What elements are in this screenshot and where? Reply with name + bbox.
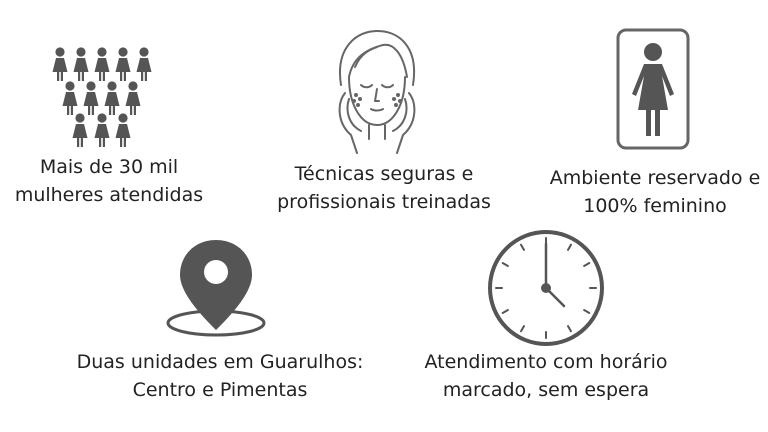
women-group-icon <box>52 47 152 147</box>
female-sign-icon <box>616 28 690 150</box>
feature-caption-line: Atendimento com horário <box>424 351 668 373</box>
feature-caption-women: Mais de 30 mil mulheres atendidas <box>4 153 214 209</box>
feature-caption-line: Duas unidades em Guarulhos: <box>76 351 364 373</box>
feature-caption-line: marcado, sem espera <box>442 379 650 401</box>
feature-caption-techniques: Técnicas seguras e profissionais treinad… <box>264 160 504 216</box>
clock-tick <box>520 243 525 251</box>
clock-tick <box>567 243 572 251</box>
feature-caption-line: Mais de 30 mil <box>39 156 179 178</box>
feature-caption-ambient: Ambiente reservado e 100% feminino <box>542 164 768 220</box>
feature-caption-line: mulheres atendidas <box>14 184 204 206</box>
feature-caption-locations: Duas unidades em Guarulhos: Centro e Pim… <box>70 348 370 404</box>
feature-caption-schedule: Atendimento com horário marcado, sem esp… <box>406 348 686 404</box>
location-pin-icon <box>166 240 266 337</box>
feature-caption-line: 100% feminino <box>583 195 727 217</box>
feature-caption-line: Centro e Pimentas <box>132 379 308 401</box>
clock-tick <box>501 262 509 267</box>
clock-tick <box>583 262 591 267</box>
clock-tick <box>583 309 591 314</box>
clock-tick <box>520 325 525 333</box>
feature-caption-line: Ambiente reservado e <box>549 167 761 189</box>
feature-caption-line: profissionais treinadas <box>277 191 491 213</box>
woman-face-icon <box>338 30 416 154</box>
clock-tick <box>501 309 509 314</box>
clock-icon <box>488 230 604 346</box>
clock-tick <box>567 325 572 333</box>
feature-caption-line: Técnicas seguras e <box>294 163 474 185</box>
